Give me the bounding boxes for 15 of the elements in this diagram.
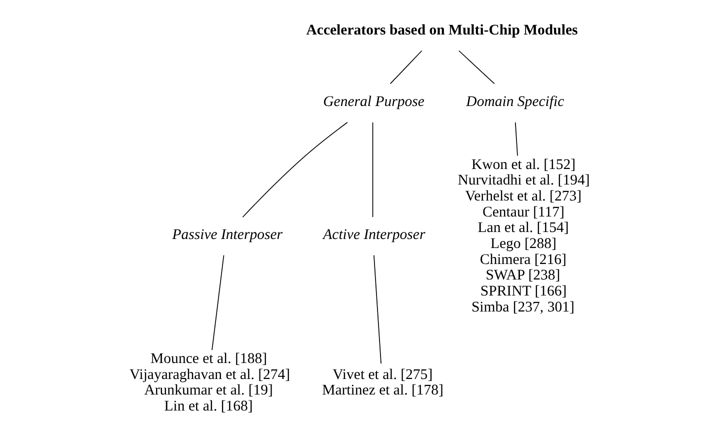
node-text: Accelerators based on Multi-Chip Modules	[306, 22, 578, 38]
node-text: General Purpose	[323, 94, 424, 110]
node-text: Passive Interposer	[172, 227, 283, 244]
node-text: Active Interposer	[323, 227, 426, 244]
connector	[390, 50, 422, 84]
node-text: Domain Specific	[466, 94, 564, 110]
node-text: Kwon et al. [152] Nurvitadhi et al. [194] Verhelst et al. [273] Centaur [117] Lan et al. [154] Lego [288] Chimera [216] SWAP [238] SPRINT [166] Simba [237, 301]	[458, 156, 590, 316]
connector	[458, 50, 495, 84]
connector	[514, 122, 518, 156]
connector	[242, 122, 348, 218]
node-text: Vivet et al. [275] Martinez et al. [178]	[322, 366, 444, 399]
connector	[374, 254, 382, 364]
node-text: Mounce et al. [188] Vijayaraghavan et al. [274] Arunkumar et al. [19] Lin et al. [168]	[129, 351, 290, 415]
connector	[212, 254, 224, 350]
connector	[372, 122, 374, 218]
